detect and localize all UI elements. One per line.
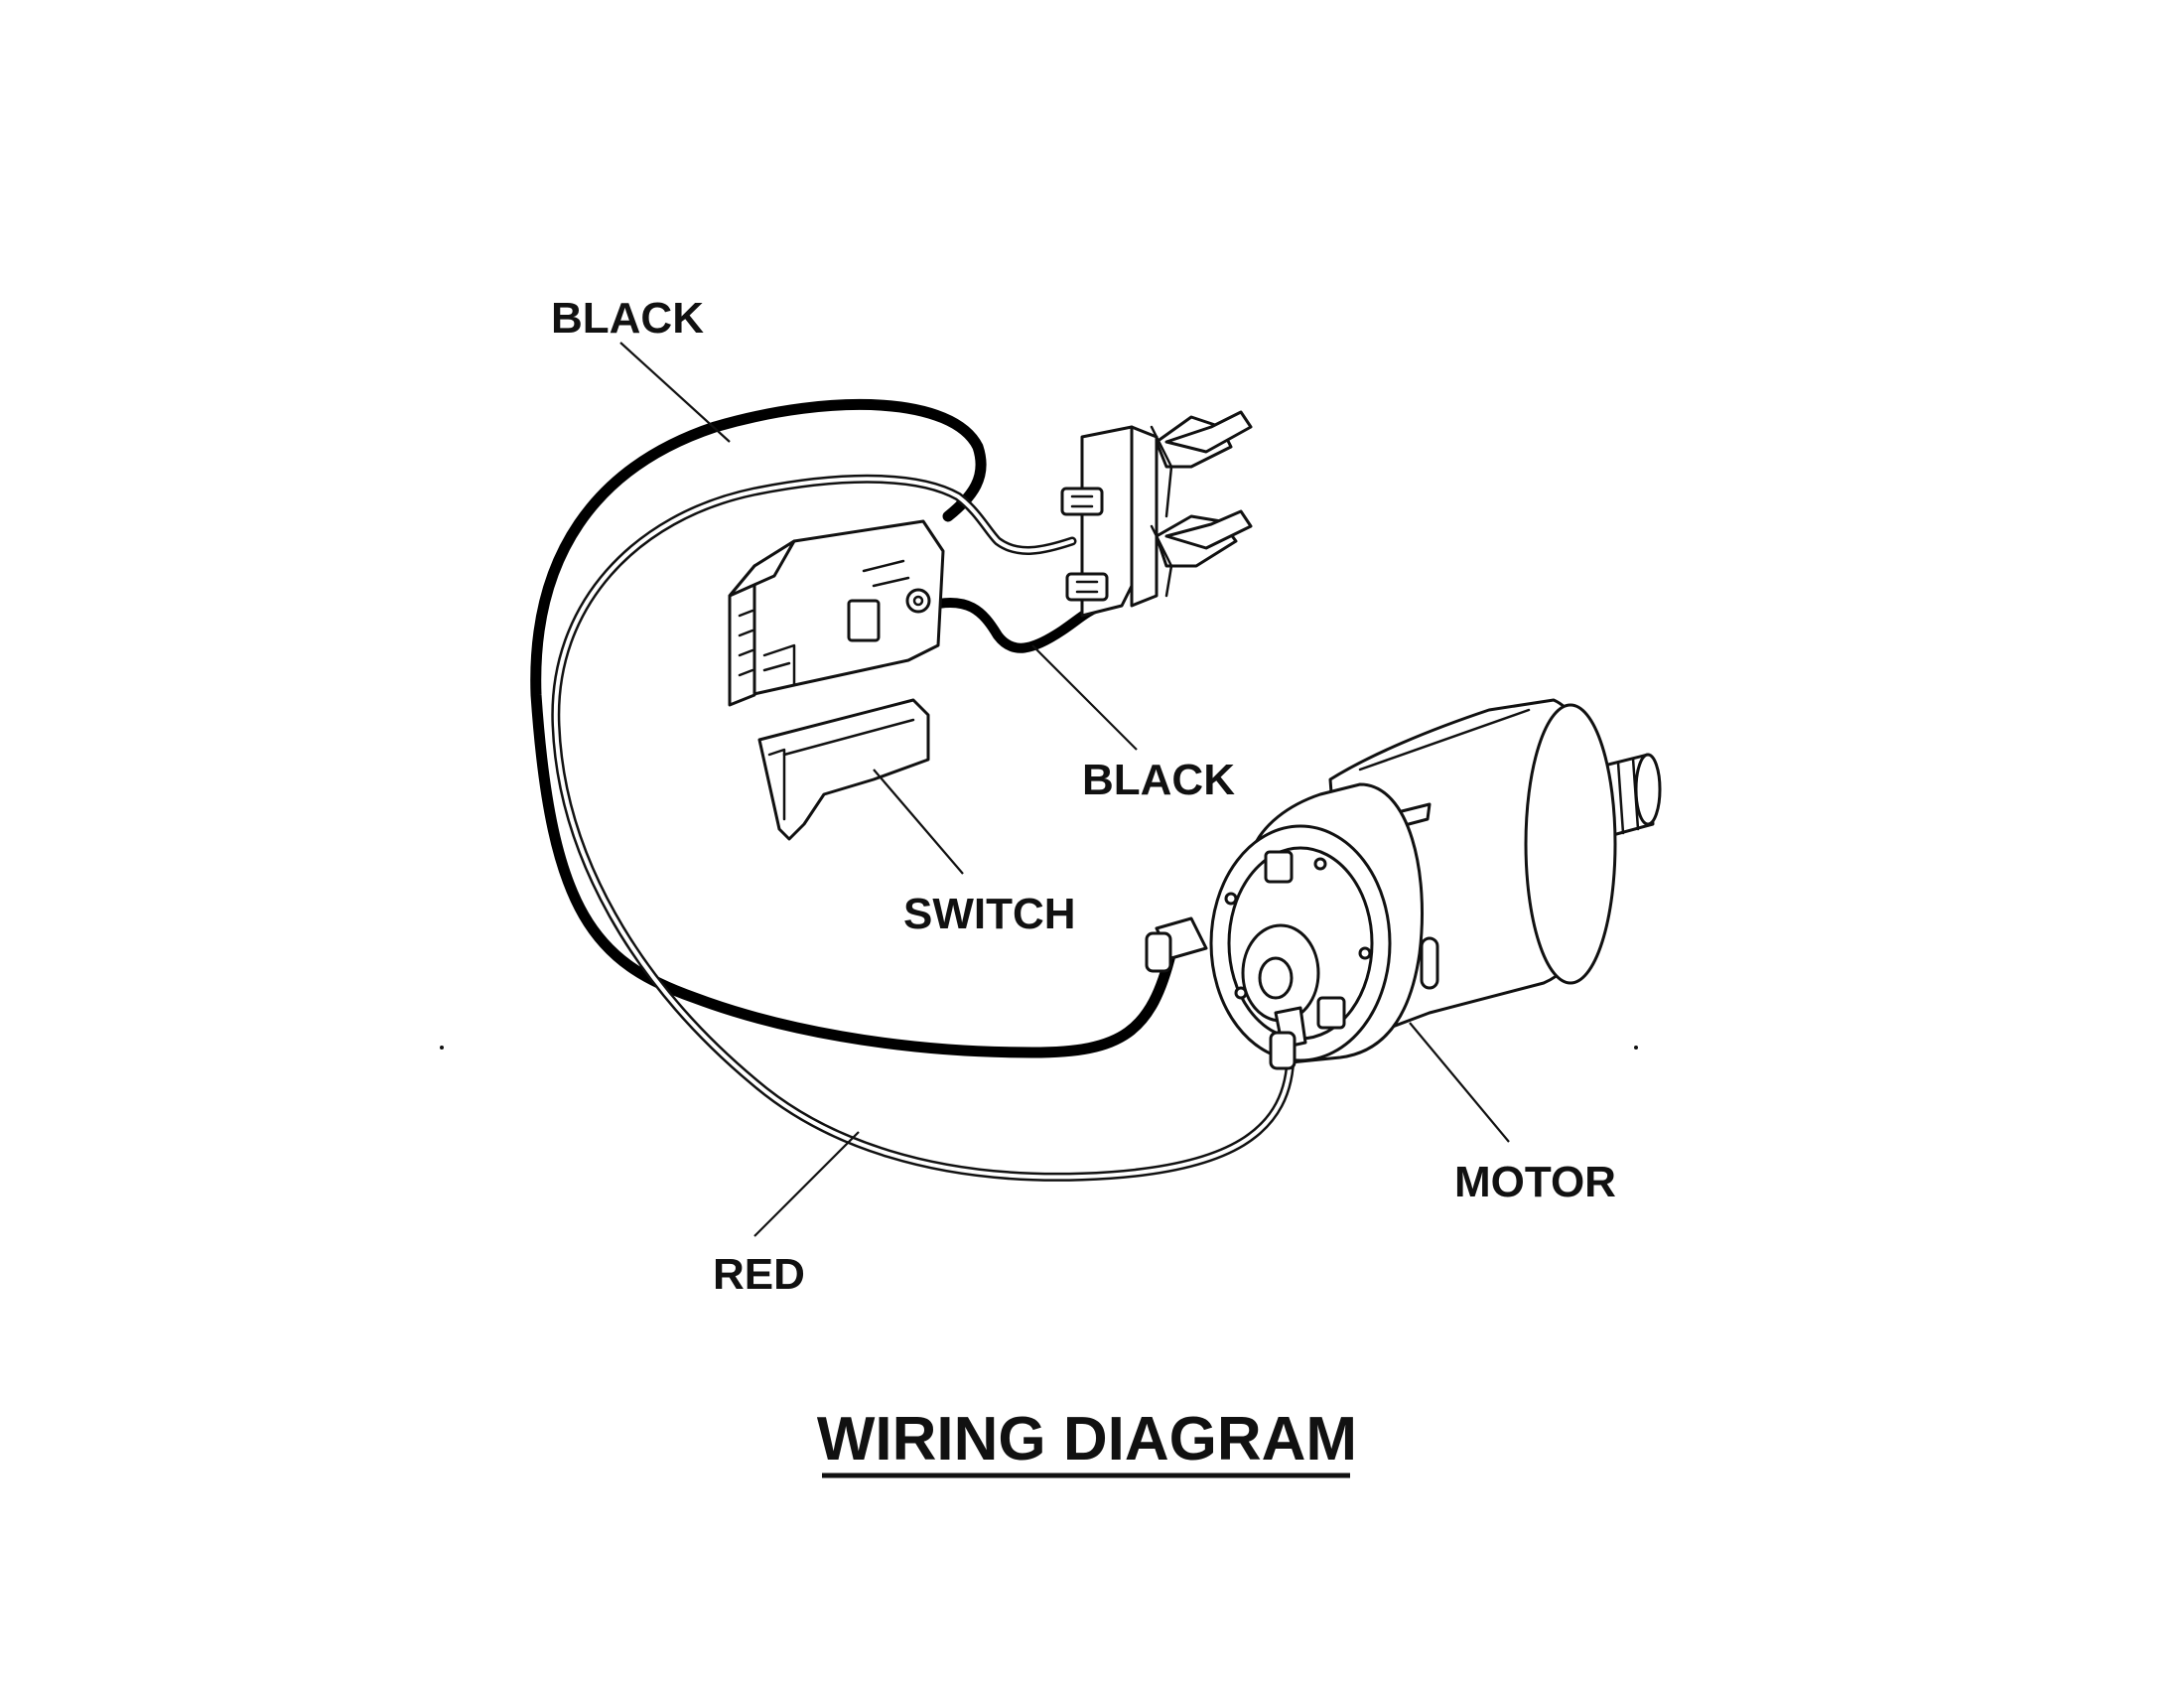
motor <box>1145 698 1662 1070</box>
label-red: RED <box>713 1250 805 1299</box>
leader-black-switch <box>1031 644 1138 751</box>
label-switch: SWITCH <box>903 890 1076 938</box>
label-black-top: BLACK <box>551 294 704 343</box>
label-motor: MOTOR <box>1454 1158 1616 1206</box>
switch <box>728 519 945 841</box>
leader-black-top <box>619 342 731 443</box>
leader-switch <box>873 769 964 875</box>
dot-right <box>1634 1046 1638 1050</box>
leader-red <box>753 1131 860 1237</box>
dot-left <box>440 1046 444 1050</box>
battery-terminal-block <box>1060 410 1253 618</box>
diagram-title: WIRING DIAGRAM <box>817 1405 1357 1474</box>
black-wire <box>530 398 1177 1058</box>
label-black-switch: BLACK <box>1082 756 1235 804</box>
black-wire-short <box>923 597 1107 653</box>
leader-motor <box>1409 1022 1510 1143</box>
red-wire <box>551 474 1296 1182</box>
